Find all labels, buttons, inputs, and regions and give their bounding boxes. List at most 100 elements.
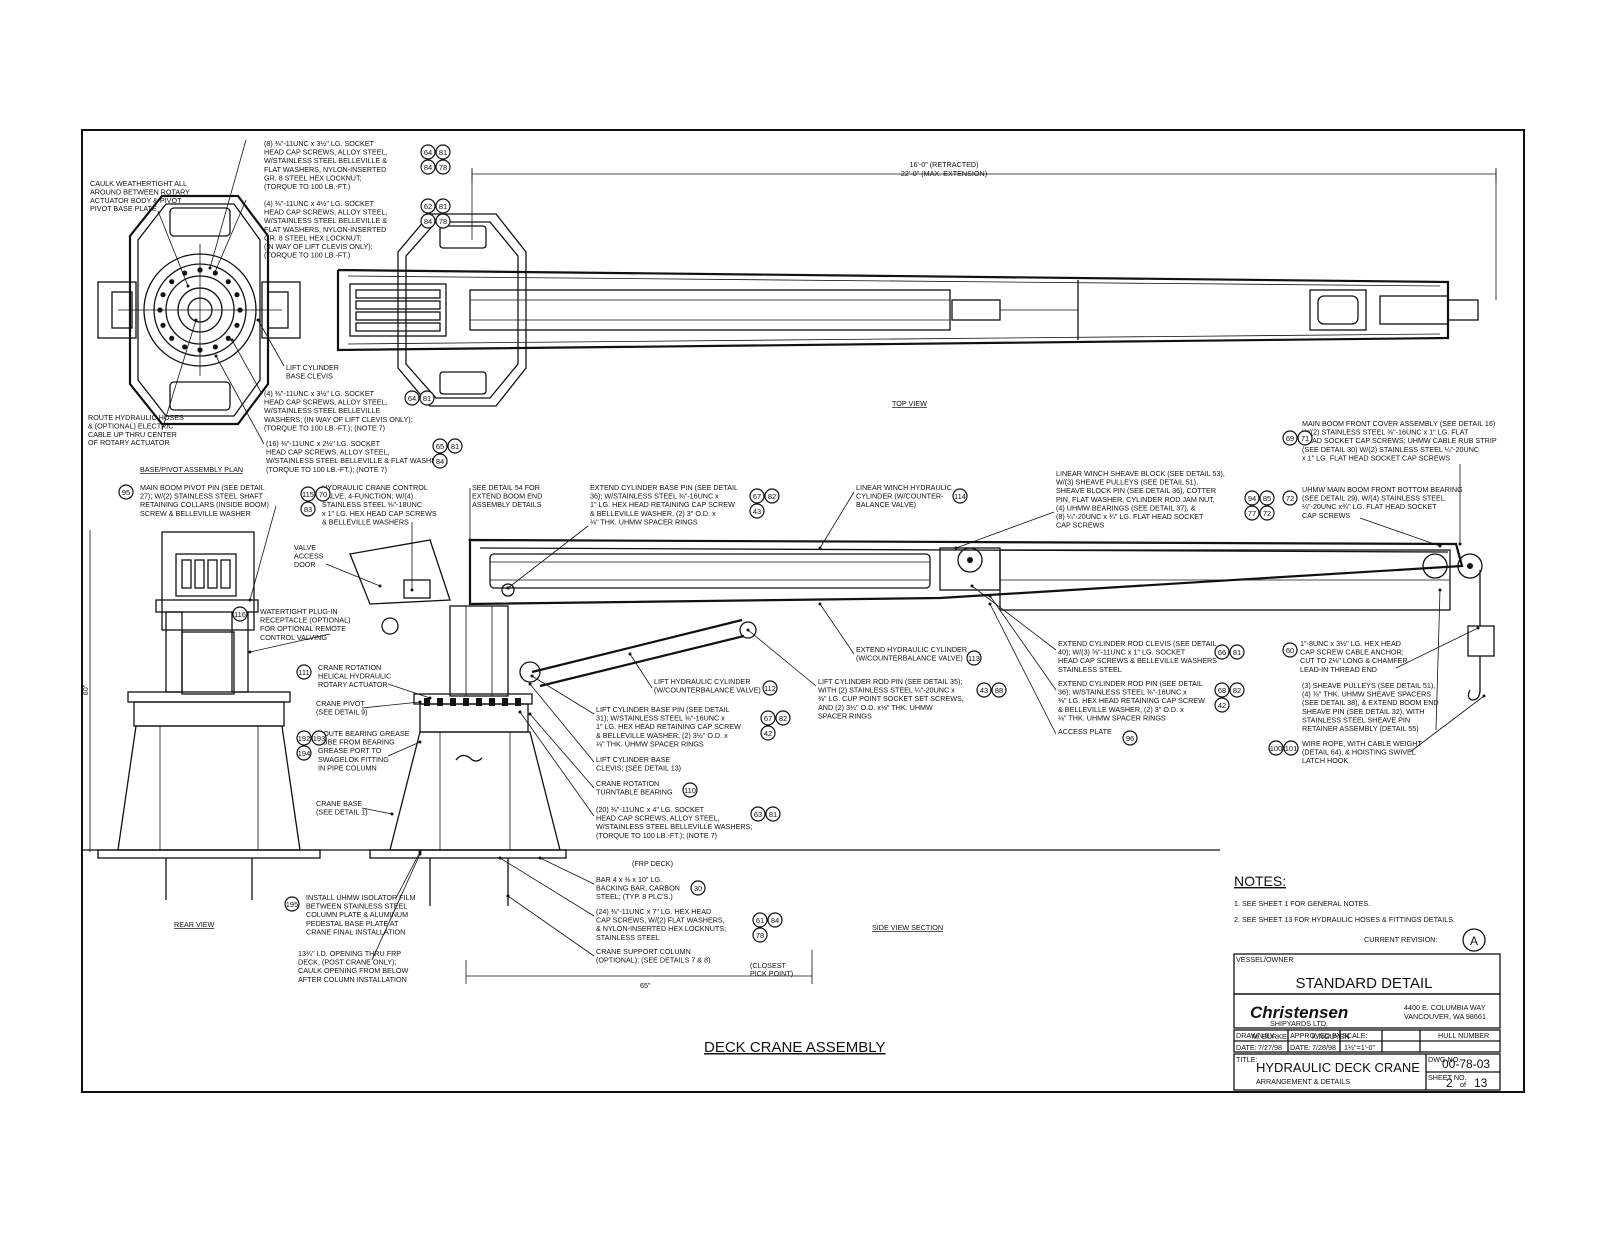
callout-text-line: PIN, FLAT WASHER, CYLINDER ROD JAM NUT, [1056, 495, 1215, 504]
deck-crane-assembly-label: DECK CRANE ASSEMBLY [704, 1039, 885, 1056]
dim-65: 65" [640, 981, 651, 990]
callout-text-line: CUT TO 2⅛" LONG & CHAMFER [1300, 656, 1408, 665]
valve-handle [207, 559, 218, 589]
callout-c21: CRANE BASE(SEE DETAIL 1) [316, 799, 394, 817]
item-number: 66 [1218, 648, 1226, 657]
leader-dot [1438, 544, 1442, 548]
dim-retracted: 16'-0" (RETRACTED) [909, 160, 978, 169]
callout-text-line: W/(2) STAINLESS STEEL ⅜"-16UNC x 1" LG. … [1302, 428, 1469, 437]
bolt-hole [160, 292, 166, 298]
callout-text-line: STAINLESS STEEL ⅝"-18UNC [322, 500, 422, 509]
leader-line [1435, 589, 1441, 731]
item-number-balloon [419, 390, 435, 406]
leader-line [989, 603, 1057, 735]
callout-text-line: HELICAL HYDRAULIC [318, 672, 391, 681]
callout-text-line: W/(3) SHEAVE PULLEYS (SEE DETAIL 51), [1056, 478, 1198, 487]
callout-text-line: ROUTE BEARING GREASE [318, 729, 410, 738]
callout-text-line: (SEE DETAIL 1) [316, 808, 368, 817]
item-number-balloon [1214, 644, 1230, 660]
sheet-number: 2 [1446, 1076, 1453, 1090]
callout-c6: ROUTE HYDRAULIC HOSES& (OPTIONAL) ELECTR… [88, 318, 198, 447]
leader-line [747, 629, 817, 687]
leader-line [361, 807, 393, 815]
top-view: 16'-0" (RETRACTED) 22'-0" (MAX. EXTENSIO… [336, 160, 1497, 407]
item-number: 194 [298, 749, 311, 758]
callout-text-line: LIFT CYLINDER BASE PIN (SEE DETAIL [596, 705, 730, 714]
callout-c19: CRANE PIVOT(SEE DETAIL 9) [316, 699, 422, 717]
leader-dot [506, 586, 510, 590]
bolt [515, 698, 521, 706]
callout-text-line: (TORQUE TO 100 LB.-FT.) [264, 182, 350, 191]
callout-text-line: AND (2) 3½" O.D. x⅛" THK. UHMW [818, 703, 933, 712]
callout-text-line: (16) ⅜"-11UNC x 2½" LG. SOCKET [266, 439, 381, 448]
address-2: VANCOUVER, WA 98661 [1404, 1012, 1486, 1021]
item-number: 67 [764, 714, 772, 723]
callout-text-line: CRANE ROTATION [596, 779, 659, 788]
callout-text-line: ⅛" THK. UHMW SPACER RINGS [590, 517, 698, 526]
callout-text-line: (8) ⅜"-11UNC x 3½" LG. SOCKET [264, 139, 375, 148]
callout-text-line: (4) ⅜"-11UNC x 4½" LG. SOCKET [264, 199, 375, 208]
callout-text-line: x 1" LG. HEX HEAD CAP SCREWS [322, 509, 437, 518]
item-number-balloon [420, 198, 436, 214]
leader-line [499, 857, 595, 917]
leader-dot [530, 674, 534, 678]
frp-deck: (FRP DECK) [632, 859, 673, 868]
dim-60: 60" [81, 684, 90, 695]
item-number: 88 [995, 686, 1003, 695]
item-number: 84 [424, 163, 432, 172]
callout-text-line: FLAT WASHERS, NYLON-INSERTED [264, 225, 386, 234]
callout-text-line: (20) ⅜"-11UNC x 4" LG. SOCKET [596, 805, 705, 814]
item-number: 30 [694, 884, 702, 893]
callout-text-line: VALVE [294, 543, 316, 552]
sheet-of: of [1460, 1080, 1466, 1089]
bolt-hole [182, 344, 188, 350]
callout-text-line: EXTEND CYLINDER BASE PIN (SEE DETAIL [590, 483, 738, 492]
item-number-balloon [296, 745, 312, 761]
callout-c15: UHMW MAIN BOOM FRONT BOTTOM BEARING(SEE … [1282, 485, 1463, 548]
leader-dot [954, 546, 958, 550]
leader-dot [428, 696, 432, 700]
drawing-title: HYDRAULIC DECK CRANE [1256, 1060, 1420, 1075]
leader-dot [248, 598, 252, 602]
callout-c11: EXTEND CYLINDER BASE PIN (SEE DETAIL36);… [506, 483, 780, 590]
bolt-hole [225, 279, 231, 285]
item-number-balloon [1259, 505, 1275, 521]
revision-value: A [1470, 934, 1478, 948]
item-number-balloon [404, 390, 420, 406]
item-number: 65 [436, 442, 444, 451]
item-number: 100 [1270, 744, 1283, 753]
leader-line [529, 683, 595, 763]
callout-text-line: (TORQUE TO 100 LB.-FT.) [264, 251, 350, 260]
top-view-label: TOP VIEW [892, 399, 927, 408]
leader-line [819, 491, 855, 549]
item-number: 81 [439, 202, 447, 211]
leader-dot [418, 740, 422, 744]
callout-text-line: (8) ¼"-20UNC x ¾" LG. FLAT HEAD SOCKET [1056, 512, 1204, 521]
callout-text-line: HYDRAULIC CRANE CONTROL [322, 483, 428, 492]
item-number: 64 [424, 148, 432, 157]
callout-text-line: (3) SHEAVE PULLEYS (SEE DETAIL 51), [1302, 681, 1435, 690]
leader-dot [746, 628, 750, 632]
bolt [450, 698, 456, 706]
leader-dot [390, 812, 394, 816]
callout-text-line: 36); W/STAINLESS STEEL ⅜"-16UNC x [1058, 688, 1187, 697]
callout-c26: EXTEND CYLINDER ROD PIN (SEE DETAIL36); … [988, 594, 1245, 722]
item-number: 43 [753, 507, 761, 516]
item-number-balloon [764, 488, 780, 504]
item-number: 42 [1218, 701, 1226, 710]
callout-text-line: CRANE SUPPORT COLUMN [596, 947, 691, 956]
title-block: VESSEL/OWNER STANDARD DETAIL Christensen… [1233, 953, 1501, 1091]
callout-text-line: CAP SCREWS, W/(2) FLAT WASHERS, [596, 916, 725, 925]
item-number-balloon [420, 213, 436, 229]
date-approved: 7/28/98 [1312, 1043, 1336, 1052]
callout-text-line: SEE DETAIL 54 FOR [472, 483, 540, 492]
callout-text-line: SPACER RINGS [818, 711, 872, 720]
callout-text-line: COLUMN PLATE & ALUMINUM [306, 910, 408, 919]
item-number-balloon [1259, 490, 1275, 506]
item-number: 81 [769, 810, 777, 819]
